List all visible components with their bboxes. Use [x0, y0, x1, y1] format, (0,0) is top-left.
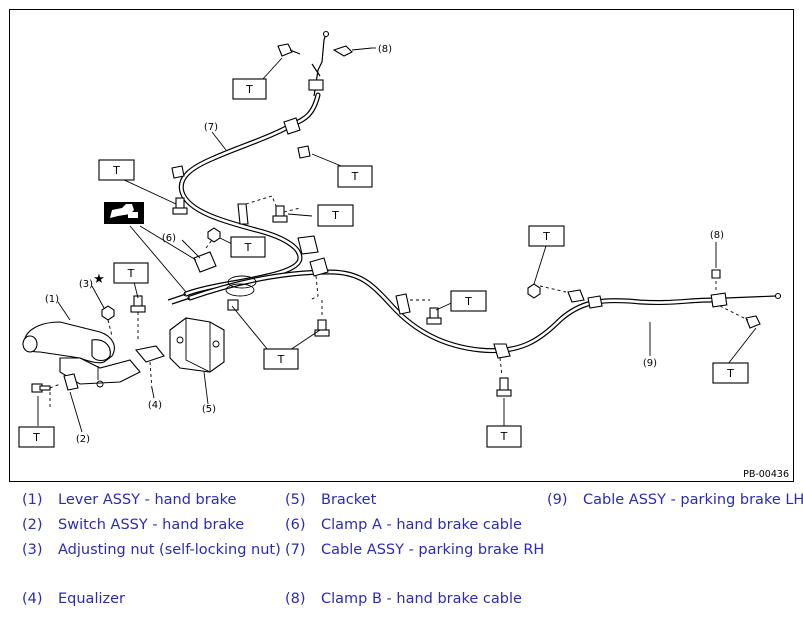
torque-box: T — [263, 348, 299, 370]
bolt-icon — [227, 299, 239, 311]
torque-box: T — [317, 204, 354, 227]
torque-box: T — [18, 426, 55, 448]
legend-text: Adjusting nut (self-locking nut) — [58, 542, 281, 558]
callout-2: (2) — [76, 434, 90, 445]
legend-text: Bracket — [321, 492, 377, 508]
star-marker: ★ — [93, 272, 105, 287]
diagram-frame — [9, 9, 794, 482]
legend-item-2: (2) Switch ASSY - hand brake — [22, 517, 244, 533]
callout-1: (1) — [45, 294, 59, 305]
legend-number: (3) — [22, 542, 43, 558]
torque-box: T — [337, 165, 373, 188]
legend-number: (8) — [285, 591, 306, 607]
callout-3: (3) — [79, 279, 93, 290]
svg-text:T: T — [726, 367, 734, 380]
legend-text: Switch ASSY - hand brake — [58, 517, 245, 533]
clamp-b-top — [332, 45, 373, 57]
callout-8-right: (8) — [710, 230, 724, 241]
legend-number: (6) — [285, 517, 306, 533]
legend-text: Equalizer — [58, 591, 125, 607]
lh-cable-bracket — [567, 289, 585, 303]
parking-brake-diagram: T T T T T T T T T T T T (8) (7) (6) (3) … — [9, 9, 794, 482]
rh-cable-clamp — [171, 165, 185, 179]
figure-reference-code: PB-00436 — [743, 469, 789, 480]
svg-text:T: T — [32, 431, 40, 444]
svg-text:T: T — [464, 295, 472, 308]
torque-box: T — [232, 78, 267, 100]
legend-number: (9) — [547, 492, 568, 508]
legend-text: Clamp B - hand brake cable — [321, 591, 522, 607]
lh-cable-bracket — [493, 343, 511, 359]
rh-cable-clamp — [309, 257, 329, 277]
torque-box: T — [712, 362, 749, 384]
svg-text:T: T — [277, 353, 285, 366]
bolt-icon — [277, 43, 301, 57]
callout-9: (9) — [643, 358, 657, 369]
torque-box: T — [98, 159, 135, 181]
legend-item-1: (1) Lever ASSY - hand brake — [22, 492, 236, 508]
torque-box: T — [450, 290, 487, 312]
legend-text: Clamp A - hand brake cable — [321, 517, 522, 533]
legend-item-3: (3) Adjusting nut (self-locking nut) — [22, 542, 281, 558]
bracket — [169, 317, 225, 373]
torque-box: T — [486, 425, 522, 448]
callout-6: (6) — [162, 233, 176, 244]
clamp-a — [193, 227, 221, 273]
equalizer — [134, 345, 165, 391]
bolt-icon — [31, 383, 61, 393]
nut-icon — [527, 283, 541, 299]
legend-text: Cable ASSY - parking brake LH — [583, 492, 803, 508]
hand-brake-switch — [49, 373, 79, 408]
bolt-icon — [272, 205, 301, 223]
legend-item-7: (7) Cable ASSY - parking brake RH — [285, 542, 544, 558]
svg-text:T: T — [245, 83, 253, 96]
legend-number: (2) — [22, 517, 43, 533]
legend-item-4: (4) Equalizer — [22, 591, 125, 607]
svg-text:T: T — [351, 170, 359, 183]
legend-number: (4) — [22, 591, 43, 607]
legend-item-8: (8) Clamp B - hand brake cable — [285, 591, 522, 607]
lh-cable-bracket — [587, 295, 603, 309]
rh-cable-clamp — [283, 117, 301, 135]
svg-text:T: T — [244, 241, 252, 254]
lh-cable-bracket — [395, 293, 411, 315]
svg-text:T: T — [500, 430, 508, 443]
legend-text: Lever ASSY - hand brake — [58, 492, 237, 508]
legend-item-9: (9) Cable ASSY - parking brake LH — [547, 492, 803, 508]
lh-cable-end — [710, 269, 782, 329]
torque-box: T — [113, 262, 149, 284]
svg-text:T: T — [127, 267, 135, 280]
rh-cable-clamp — [237, 203, 249, 225]
parts-legend: (1) Lever ASSY - hand brake (2) Switch ASS… — [0, 489, 803, 617]
svg-text:T: T — [331, 209, 339, 222]
legend-number: (1) — [22, 492, 43, 508]
svg-text:T: T — [542, 230, 550, 243]
svg-text:T: T — [112, 164, 120, 177]
legend-item-5: (5) Bracket — [285, 492, 376, 508]
rh-cable-clamp — [297, 235, 319, 255]
torque-box: T — [230, 236, 266, 258]
callout-4: (4) — [148, 400, 162, 411]
callout-7: (7) — [204, 122, 218, 133]
torque-box: T — [528, 225, 565, 247]
grease-icon — [104, 202, 144, 224]
bolt-icon — [496, 377, 512, 397]
bolt-icon — [314, 300, 330, 337]
bolt-icon — [426, 307, 442, 325]
legend-number: (7) — [285, 542, 306, 558]
callout-8-top: (8) — [378, 44, 392, 55]
callout-5: (5) — [202, 404, 216, 415]
adjusting-nut — [101, 305, 115, 337]
rh-cable-clamp — [297, 145, 311, 159]
legend-number: (5) — [285, 492, 306, 508]
hand-brake-lever — [22, 321, 141, 388]
legend-text: Cable ASSY - parking brake RH — [321, 542, 545, 558]
bolt-icon — [130, 295, 146, 340]
rh-cable-end — [308, 30, 330, 97]
legend-item-6: (6) Clamp A - hand brake cable — [285, 517, 522, 533]
